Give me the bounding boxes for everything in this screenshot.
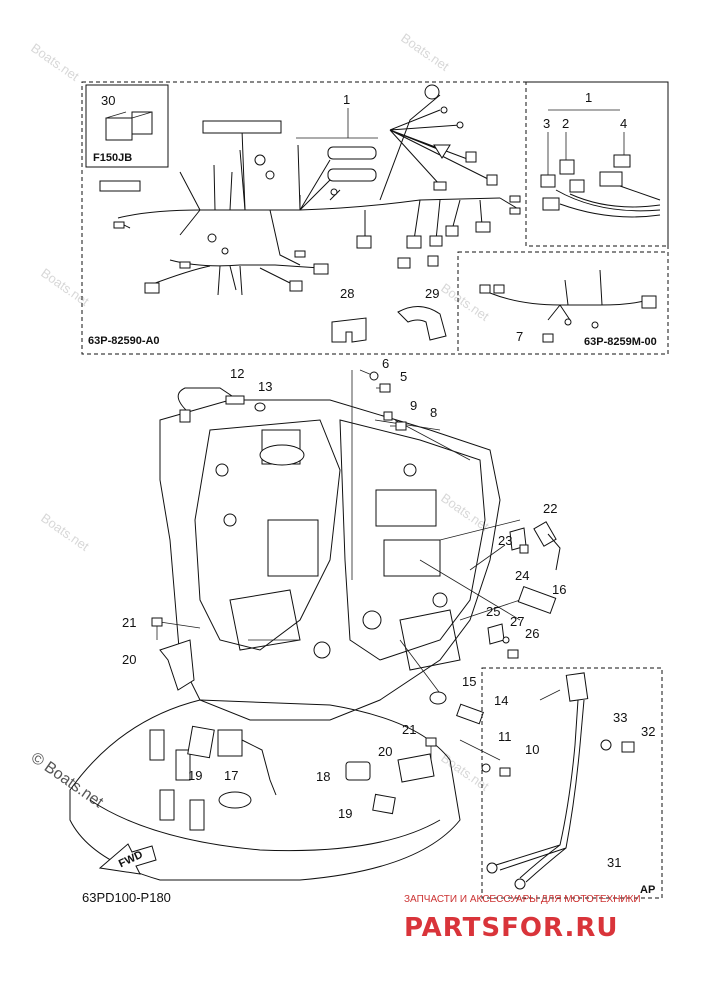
washer-33-icon xyxy=(600,739,612,751)
grommet-19-left-icon xyxy=(187,725,215,759)
sensor-16-icon xyxy=(517,586,557,614)
main-harness-box xyxy=(81,81,669,355)
ap-label: AP xyxy=(640,884,655,896)
clamp-28-icon xyxy=(331,317,367,343)
watermark: Boats.net xyxy=(38,265,92,309)
collar-9-icon xyxy=(383,411,393,421)
callout-25: 25 xyxy=(486,604,500,619)
washer-6-icon xyxy=(369,371,379,381)
callout-1-detail: 1 xyxy=(585,90,592,105)
callout-3: 3 xyxy=(543,116,550,131)
bolt-26-icon xyxy=(507,649,519,659)
callout-9: 9 xyxy=(410,398,417,413)
harness-connectors xyxy=(99,84,521,294)
wire-harness-7 xyxy=(479,269,657,343)
callout-12: 12 xyxy=(230,366,244,381)
watermark: Boats.net xyxy=(398,30,452,74)
main-harness-code: 63P-82590-A0 xyxy=(88,335,160,347)
grommet-15-icon xyxy=(429,691,447,705)
callout-14: 14 xyxy=(494,693,508,708)
cover-18-icon xyxy=(345,761,371,781)
callout-20-left: 20 xyxy=(122,652,136,667)
sensor-12-icon xyxy=(177,387,245,423)
f150jb-label: F150JB xyxy=(93,152,132,164)
callout-31: 31 xyxy=(607,855,621,870)
watermark: Boats.net xyxy=(38,510,92,554)
sub-harness-box xyxy=(457,251,669,355)
callout-27: 27 xyxy=(510,614,524,629)
holder-20-left-icon xyxy=(159,639,195,691)
copyright-watermark: © Boats.net xyxy=(28,749,107,811)
callout-17: 17 xyxy=(224,768,238,783)
sub-harness-connectors xyxy=(540,132,661,218)
bolt-10-icon xyxy=(499,767,511,777)
callout-26: 26 xyxy=(525,626,539,641)
callout-5: 5 xyxy=(400,369,407,384)
callout-6: 6 xyxy=(382,356,389,371)
callout-19-left: 19 xyxy=(188,768,202,783)
callout-11: 11 xyxy=(498,729,512,744)
washer-27-icon xyxy=(502,636,510,644)
callout-2: 2 xyxy=(562,116,569,131)
ground-cable-31-icon xyxy=(486,672,589,890)
washer-11-icon xyxy=(481,763,491,773)
gauge-14-icon xyxy=(456,703,484,725)
ap-box xyxy=(481,667,663,899)
callout-21-left: 21 xyxy=(122,615,136,630)
diagram-code: 63PD100-P180 xyxy=(82,890,171,905)
watermark: Boats.net xyxy=(28,40,82,84)
callout-13: 13 xyxy=(258,379,272,394)
callout-16: 16 xyxy=(552,582,566,597)
bolt-32-icon xyxy=(621,741,635,753)
callout-22: 22 xyxy=(543,501,557,516)
watermark-layer: Boats.net Boats.net Boats.net Boats.net … xyxy=(28,30,492,812)
washer-13-icon xyxy=(254,402,266,412)
callout-10: 10 xyxy=(525,742,539,757)
sub-harness-detail-box xyxy=(525,81,669,247)
callout-28: 28 xyxy=(340,286,354,301)
callout-30: 30 xyxy=(101,93,115,108)
engine-block xyxy=(159,399,501,721)
callout-32: 32 xyxy=(641,724,655,739)
callout-15: 15 xyxy=(462,674,476,689)
connector-30-icon xyxy=(105,111,153,141)
bracket-25-icon xyxy=(487,623,505,645)
footer-tagline: ЗАПЧАСТИ И АКСЕССУАРЫ ДЛЯ МОТОТЕХНИКИ xyxy=(404,894,641,905)
footer-brand-logo: PARTSFOR.RU xyxy=(404,913,618,943)
grommet-19-right-icon xyxy=(372,793,396,815)
callout-23: 23 xyxy=(498,533,512,548)
bolt-5-icon xyxy=(376,383,391,393)
callout-33: 33 xyxy=(613,710,627,725)
callout-29: 29 xyxy=(425,286,439,301)
callout-8: 8 xyxy=(430,405,437,420)
callout-19-right: 19 xyxy=(338,806,352,821)
leader-lines xyxy=(159,369,561,761)
bolt-24-icon xyxy=(519,544,529,554)
callout-4: 4 xyxy=(620,116,627,131)
holder-20-right-icon xyxy=(397,753,435,783)
bottom-cowling xyxy=(69,699,461,881)
callout-1-main: 1 xyxy=(343,92,350,107)
bolt-21-left-icon xyxy=(151,617,163,640)
bolt-8-icon xyxy=(390,421,407,431)
watermark: Boats.net xyxy=(438,750,492,794)
callout-24: 24 xyxy=(515,568,529,583)
callout-21-right: 21 xyxy=(402,722,416,737)
wire-harness-1 xyxy=(100,94,521,296)
callout-20-right: 20 xyxy=(378,744,392,759)
sub-harness-code: 63P-8259M-00 xyxy=(584,336,657,348)
f150jb-box xyxy=(85,84,169,168)
relay-17-icon xyxy=(217,729,277,796)
fwd-arrow-icon xyxy=(98,843,157,875)
callout-7: 7 xyxy=(516,329,523,344)
clamp-29-icon xyxy=(397,306,447,341)
sensor-22-icon xyxy=(533,521,561,571)
callout-18: 18 xyxy=(316,769,330,784)
